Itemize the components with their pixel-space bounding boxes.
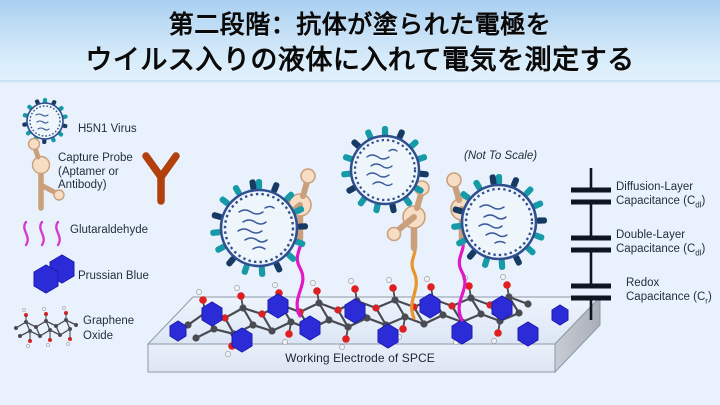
capacitor-label-double-layer-line1: Double-Layer [616, 229, 686, 241]
capacitor-double-layer [571, 235, 611, 253]
legend-label-graphene-oxide-line2: Oxide [83, 330, 114, 342]
capacitor-circuit [571, 168, 611, 320]
capacitor-label-double-layer: Double-Layer Capacitance (Cdl) [616, 228, 705, 260]
legend-virus-icon [22, 98, 68, 144]
legend-label-graphene-oxide-line1: Graphene [83, 315, 135, 327]
legend-glutaraldehyde-icon [23, 220, 61, 247]
capacitor-subscript-dl: dl [695, 200, 702, 210]
legend-graphene-oxide-icon [14, 306, 78, 348]
legend-prussian-blue-icon [33, 254, 75, 294]
legend-label-prussian-blue: Prussian Blue [78, 270, 149, 282]
capacitor-label-diffusion-layer-close: ) [701, 195, 706, 207]
title-line-1: 第二段階：抗体が塗られた電極を [168, 10, 552, 39]
capacitor-label-double-layer-close: ) [701, 243, 706, 255]
capacitor-label-diffusion-layer: Diffusion-Layer Capacitance (Cdl) [616, 180, 705, 212]
capacitor-subscript-r: r [705, 296, 708, 306]
virus-right [450, 174, 548, 271]
capacitor-label-diffusion-layer-line1: Diffusion-Layer [616, 181, 694, 193]
capacitor-label-redox-close: ) [707, 291, 712, 303]
probe-mid [386, 180, 430, 320]
capacitor-label-redox-line1: Redox [626, 277, 660, 289]
capacitor-subscript-dl2: dl [695, 248, 702, 258]
title-banner: 第二段階：抗体が塗られた電極を ウイルス入りの液体に入れて電気を測定する [0, 0, 720, 83]
electrode-caption: Working Electrode of SPCE [285, 351, 435, 365]
legend-label-capture-probe-line3: Antibody) [58, 179, 107, 191]
capacitor-label-redox: Redox Capacitance (Cr) [626, 276, 712, 308]
legend-label-capture-probe-line1: Capture Probe [58, 152, 133, 164]
legend-label-glutaraldehyde: Glutaraldehyde [70, 224, 148, 236]
capacitor-diffusion-layer [571, 187, 611, 205]
title-line-2: ウイルス入りの液体に入れて電気を測定する [85, 45, 635, 76]
legend-antibody-icon [142, 152, 180, 205]
virus-left [209, 179, 309, 278]
prussian-blue-particles [169, 293, 569, 353]
capacitor-label-diffusion-layer-line2: Capacitance (C [616, 195, 696, 207]
legend-label-graphene-oxide: Graphene Oxide [83, 314, 153, 344]
electrode-slab [146, 295, 602, 374]
capacitor-label-redox-line2: Capacitance (C [626, 291, 706, 303]
legend-label-h5n1-virus: H5N1 Virus [78, 123, 137, 135]
not-to-scale-annotation: (Not To Scale) [464, 150, 538, 162]
virus-top [340, 126, 430, 214]
legend-label-capture-probe: Capture Probe (Aptamer or Antibody) [58, 152, 178, 193]
legend-label-capture-probe-line2: (Aptamer or [58, 165, 119, 178]
legend-aptamer-icon [27, 137, 65, 211]
capacitor-redox [571, 283, 611, 301]
capacitor-label-double-layer-line2: Capacitance (C [616, 243, 696, 255]
